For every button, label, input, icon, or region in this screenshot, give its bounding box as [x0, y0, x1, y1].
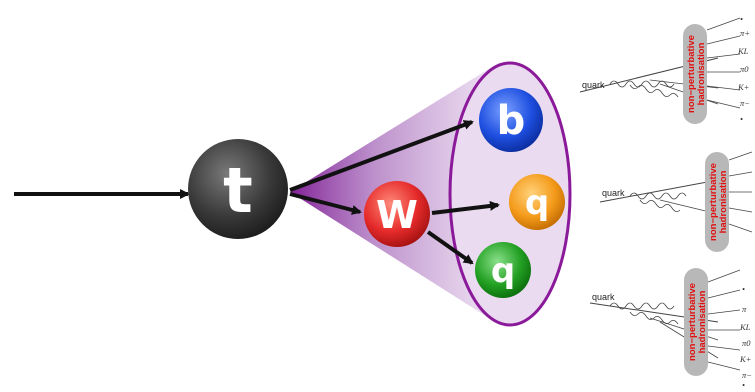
svg-text:quark: quark [592, 292, 615, 302]
arrow-t-to-b [289, 120, 474, 192]
top-quark-particle: t [188, 139, 288, 239]
arrow-t-to-w [289, 192, 362, 215]
light-quark-particle-2: q [475, 242, 531, 298]
light-quark-particle-1: q [509, 174, 565, 230]
svg-text:q: q [491, 251, 515, 291]
svg-text:hadronisation: hadronisation [697, 290, 708, 353]
svg-text:π: π [742, 304, 747, 314]
svg-text:hadronisation: hadronisation [696, 42, 707, 105]
svg-text:π−: π− [740, 98, 750, 108]
svg-text:q: q [525, 183, 549, 223]
svg-text:π0: π0 [742, 338, 751, 348]
svg-text:KL: KL [737, 46, 749, 56]
svg-text:K+: K+ [739, 354, 751, 364]
svg-text:π−: π− [742, 370, 752, 380]
svg-text:KL: KL [739, 322, 751, 332]
svg-text:•: • [740, 114, 743, 124]
b-quark-particle: b [479, 88, 543, 152]
hadronisation-jet-2: non−perturbative hadronisation quark [599, 151, 753, 252]
svg-text:quark: quark [582, 80, 605, 90]
svg-text:b: b [497, 98, 526, 144]
svg-text:t: t [223, 154, 253, 227]
svg-text:hadronisation: hadronisation [718, 170, 729, 233]
svg-text:K+: K+ [737, 82, 749, 92]
svg-text:non−perturbative: non−perturbative [708, 163, 719, 241]
svg-text:•: • [742, 284, 745, 294]
svg-text:quark: quark [602, 188, 625, 198]
svg-text:W: W [376, 193, 418, 237]
hadronisation-jet-1: non−perturbative hadronisation quark π+ … [579, 14, 750, 124]
svg-text:π+: π+ [740, 28, 750, 38]
svg-text:non−perturbative: non−perturbative [687, 283, 698, 361]
svg-text:non−perturbative: non−perturbative [686, 35, 697, 113]
svg-text:•: • [740, 14, 743, 24]
hadronisation-jet-3: non−perturbative hadronisation quark π K… [589, 268, 752, 390]
svg-text:π0: π0 [740, 64, 749, 74]
arrow-w-to-q2 [426, 230, 474, 265]
arrow-w-to-q1 [431, 200, 500, 215]
w-boson-particle: W [364, 181, 430, 247]
svg-text:•: • [742, 380, 745, 390]
